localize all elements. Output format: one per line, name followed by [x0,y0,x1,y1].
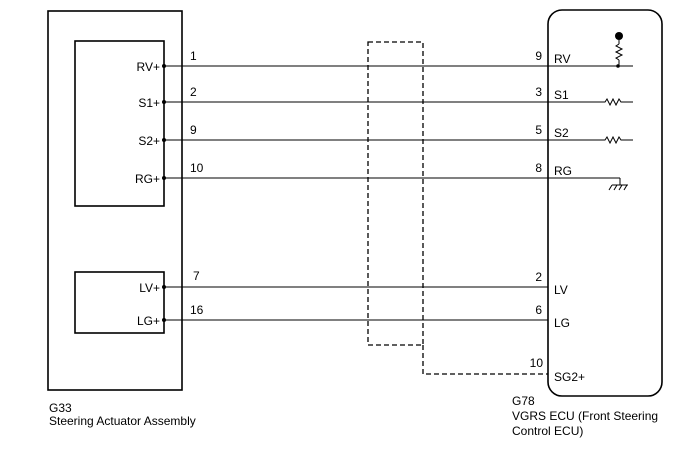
lower-sensor-block [74,271,165,334]
pin-label-lv-plus: LV+ [139,281,160,295]
ecu-pin-label-lv: LV [554,283,568,297]
pin-number-2: 2 [190,85,197,99]
left-component-code: G33 [49,401,72,415]
pin-label-s2-plus: S2+ [138,134,160,148]
ecu-pin-number-2: 2 [535,270,542,284]
ecu-pin-number-8: 8 [535,161,542,175]
pin-label-s1-plus: S1+ [138,96,160,110]
ecu-pin-number-3: 3 [535,85,542,99]
right-component-name-line2: Control ECU) [512,424,583,438]
ecu-pin-number-10: 10 [530,356,544,370]
s2-resistor-icon [600,135,633,145]
shield-ground-wire [422,345,548,375]
pin-number-9: 9 [190,123,197,137]
pin-number-16: 16 [190,303,204,317]
wire-lg [162,318,548,322]
ecu-pin-label-sg2-plus: SG2+ [554,370,585,384]
pin-number-1: 1 [190,49,197,63]
right-component-code: G78 [512,394,535,408]
s1-resistor-icon [600,97,633,107]
ecu-pin-label-rv: RV [554,52,570,66]
left-component-name: Steering Actuator Assembly [49,414,196,428]
shield-enclosure [367,41,424,346]
wire-lv [162,285,548,289]
pin-label-rg-plus: RG+ [135,172,160,186]
pull-up-resistor-icon [614,32,624,66]
wire-rg [162,176,620,180]
ecu-pin-number-9: 9 [535,49,542,63]
ecu-pin-label-s1: S1 [554,88,569,102]
right-component-name-line1: VGRS ECU (Front Steering [512,409,658,423]
wire-s2 [162,138,600,142]
ecu-pin-label-lg: LG [554,316,570,330]
ecu-pin-number-5: 5 [535,123,542,137]
ecu-pin-label-s2: S2 [554,126,569,140]
ecu-pin-label-rg: RG [554,164,572,178]
steering-actuator-outline [47,10,183,391]
pin-label-rv-plus: RV+ [137,60,160,74]
pin-number-7: 7 [193,269,200,283]
pin-number-10: 10 [190,161,204,175]
upper-sensor-block [74,40,165,207]
pin-label-lg-plus: LG+ [137,314,160,328]
ecu-pin-number-6: 6 [535,303,542,317]
wire-s1 [162,100,600,104]
vgrs-ecu-outline [547,9,663,397]
ground-icon [608,178,628,191]
